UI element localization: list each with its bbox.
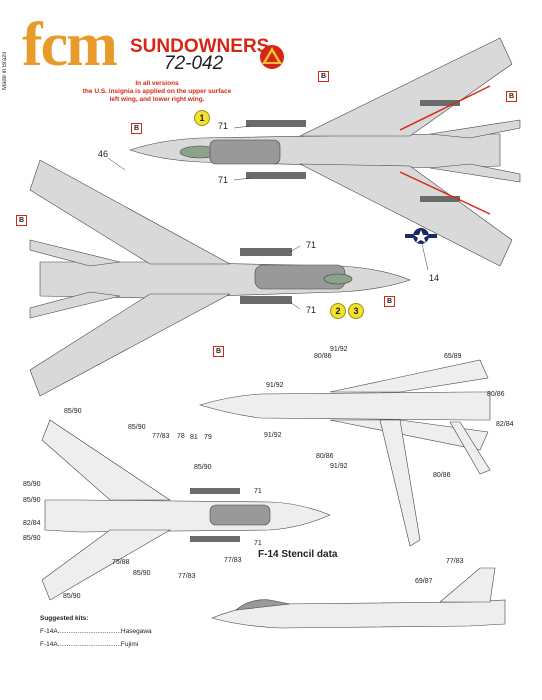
label-77-83: 77/83 [152,433,170,440]
label-80-86: 80/86 [314,353,332,360]
suggested-kits: Suggested kits: F-14A...................… [40,612,152,651]
label-78: 78 [177,433,185,440]
marker-b: B [16,215,27,226]
label-71: 71 [254,488,262,495]
decal-option-3: 3 [348,303,364,319]
label-91-92: 91/92 [264,432,282,439]
label-79: 79 [204,434,212,441]
marker-b: B [131,123,142,134]
aircraft-bottom-view [29,159,411,397]
label-75-88: 75/88 [112,559,130,566]
label-85-90: 85/90 [194,464,212,471]
kit-model: F-14A [40,628,58,635]
label-14: 14 [429,273,440,283]
label-85-90: 85/90 [23,481,41,488]
brand-logo: fcm [22,11,118,79]
label-85-90: 85/90 [133,570,151,577]
label-71: 71 [306,305,317,315]
side-view-aircraft [211,567,506,629]
kit-row: F-14A...................................… [40,628,152,635]
leader-lines [107,125,429,310]
panel-details-top [246,100,460,202]
label-91-92: 91/92 [330,463,348,470]
kits-title: Suggested kits: [40,615,89,622]
marker-b: B [318,71,329,82]
kit-model: F-14A [40,641,58,648]
label-71: 71 [218,121,229,131]
label-69-87: 69/87 [415,578,433,585]
kit-maker: Hasegawa [120,628,152,635]
stencil-title: F-14 Stencil data [258,549,338,560]
label-85-90: 85/90 [23,535,41,542]
panel-details-left [190,488,240,542]
panel-details-bottom [240,248,292,304]
label-85-90: 85/90 [128,424,146,431]
label-80-86: 80/86 [316,453,334,460]
note-line-1: In all versions [135,80,179,87]
marker-b: B [384,296,395,307]
stencil-aircraft-right [198,359,491,547]
product-code: 72-042 [164,53,224,74]
squadron-emblem-icon [260,45,284,69]
label-85-90: 85/90 [63,593,81,600]
label-85-90: 85/90 [23,497,41,504]
us-insignia-icon [405,228,437,244]
label-46: 46 [98,149,109,159]
stencil-aircraft-left [41,419,331,601]
label-77-83: 77/83 [446,558,464,565]
series-title: SUNDOWNERS [130,36,270,57]
marker-b: B [213,346,224,357]
kit-maker: Fujimi [120,641,139,648]
marker-b: B [506,91,517,102]
label-91-92: 91/92 [266,382,284,389]
note-line-3: left wing, and lower right wing. [109,96,205,103]
label-71: 71 [218,175,229,185]
decal-option-2: 2 [330,303,346,319]
label-80-86: 80/86 [487,391,505,398]
label-65-89: 65/89 [444,353,462,360]
aircraft-top-view [129,37,521,267]
label-82-84: 82/84 [496,421,514,428]
label-82-84: 82/84 [23,520,41,527]
kit-row: F-14A...................................… [40,641,139,648]
red-stripes-top [399,85,491,215]
decal-option-1: 1 [194,110,210,126]
label-81: 81 [190,434,198,441]
label-71: 71 [306,240,317,250]
label-77-83: 77/83 [224,557,242,564]
label-85-90: 85/90 [64,408,82,415]
label-77-83: 77/83 [178,573,196,580]
label-71: 71 [254,540,262,547]
label-80-86: 80/86 [433,472,451,479]
label-91-92: 91/92 [330,346,348,353]
insignia-note: In all versions the U.S. insignia is app… [52,80,262,104]
note-line-2: the U.S. insignia is applied on the uppe… [82,88,232,95]
